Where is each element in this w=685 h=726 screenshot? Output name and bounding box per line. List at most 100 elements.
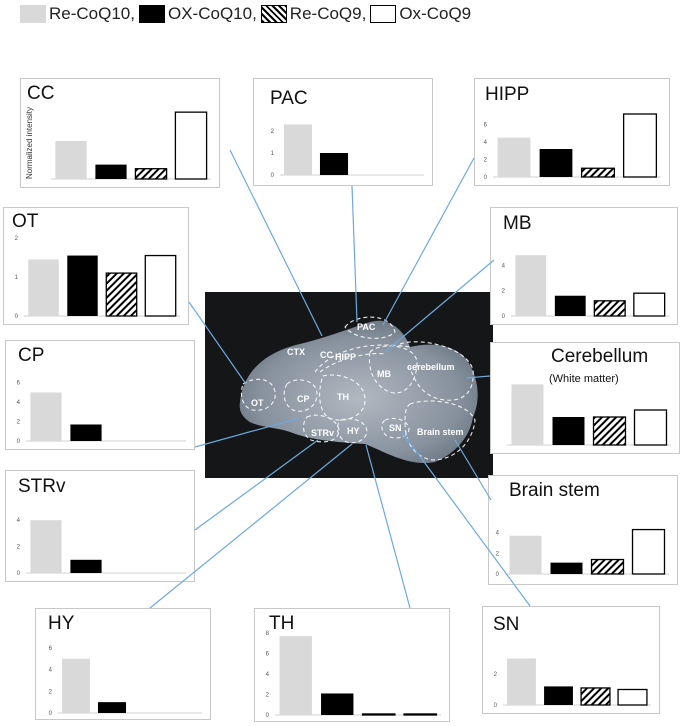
bar-ox-coq10 <box>554 295 586 316</box>
chart-panel-cerebellum: Cerebellum (White matter) <box>490 342 680 454</box>
bar-re-coq9 <box>105 272 138 317</box>
legend-label: Ox-CoQ9 <box>399 4 472 23</box>
bar-ox-coq9 <box>631 528 666 575</box>
region-label-cp: CP <box>297 394 310 404</box>
y-tick-label: 8 <box>266 631 270 637</box>
y-tick-label: 0 <box>17 571 21 577</box>
y-tick-label: 2 <box>502 289 506 295</box>
chart-title: TH <box>269 613 295 634</box>
y-tick-label: 0 <box>266 713 270 719</box>
bar-ox-coq10 <box>97 702 127 713</box>
bar-ox-coq10 <box>539 149 573 177</box>
y-tick-label: 2 <box>484 158 488 164</box>
y-tick-label: 6 <box>49 646 53 652</box>
y-tick-label: 0 <box>502 314 506 320</box>
bar-ox-coq10 <box>321 693 354 715</box>
y-tick-label: 2 <box>494 672 498 678</box>
chart-panel-pac: 0 1 2 PAC <box>253 78 433 186</box>
chart-title: HIPP <box>485 84 530 105</box>
chart-panel-th: 0 2 4 6 8 TH <box>254 608 450 722</box>
region-label-pac: PAC <box>357 322 376 332</box>
region-label-sn: SN <box>389 423 402 433</box>
chart-subtitle: (White matter) <box>549 373 619 385</box>
chart-title: OT <box>12 211 39 232</box>
bar-ox-coq9 <box>403 713 438 716</box>
y-tick-label: 6 <box>17 381 21 387</box>
bar-re-coq10 <box>511 384 544 445</box>
y-tick-label: 0 <box>49 711 53 717</box>
bar-chart: Normalized intensity <box>25 107 211 180</box>
bar-ox-coq10 <box>552 417 585 445</box>
chart-panel-cc: Normalized intensity CC <box>20 78 220 188</box>
bar-re-coq10 <box>507 658 536 705</box>
y-tick-label: 0 <box>271 173 275 179</box>
bar-re-coq10 <box>497 137 531 177</box>
chart-title: CP <box>18 345 45 366</box>
y-tick-label: 4 <box>502 263 506 269</box>
y-tick-label: 2 <box>17 545 21 551</box>
region-label-cc: CC <box>320 350 333 360</box>
chart-title: MB <box>503 213 532 234</box>
y-tick-label: 0 <box>496 572 500 578</box>
region-label-mb: MB <box>377 369 391 379</box>
bar-re-coq9 <box>580 687 611 706</box>
y-tick-label: 2 <box>266 693 270 699</box>
bar-ox-coq9 <box>633 409 668 446</box>
chart-panel-mb: 0 2 4 MB <box>490 207 678 325</box>
legend: Re-CoQ10, OX-CoQ10, Re-CoQ9, Ox-CoQ9 <box>20 2 475 26</box>
legend-swatch <box>138 5 165 23</box>
bar-ox-coq10 <box>95 164 127 179</box>
y-tick-label: 4 <box>484 140 488 146</box>
bar-ox-coq9 <box>144 254 177 317</box>
bar-re-coq9 <box>593 300 626 317</box>
y-tick-label: 1 <box>271 151 275 157</box>
legend-item-re-coq10: Re-CoQ10, <box>20 4 135 24</box>
region-label-hipp: HIPP <box>335 352 356 362</box>
y-tick-label: 2 <box>15 236 19 242</box>
y-tick-label: 2 <box>271 129 275 135</box>
bar-re-coq9 <box>361 713 396 716</box>
chart-panel-ot: 0 1 2 OT <box>3 207 189 325</box>
legend-swatch <box>370 5 397 23</box>
y-tick-label: 0 <box>494 703 498 709</box>
legend-label: Re-CoQ10, <box>49 4 135 23</box>
bar-re-coq9 <box>592 416 627 446</box>
bar-chart: 0 2 4 6 8 <box>266 631 441 719</box>
chart-title: Cerebellum <box>551 346 649 367</box>
region-label-ctx: CTX <box>287 347 305 357</box>
legend-item-ox-coq10: OX-CoQ10, <box>138 4 257 24</box>
region-label-strv: STRv <box>311 428 334 438</box>
legend-swatch <box>260 5 287 23</box>
y-tick-label: 4 <box>49 668 53 674</box>
bar-ox-coq10 <box>319 153 349 175</box>
bar-re-coq10 <box>55 140 87 179</box>
y-tick-label: 0 <box>484 175 488 181</box>
bar-ox-coq10 <box>67 255 98 316</box>
bar-chart: 0 2 4 <box>17 518 186 577</box>
bar-re-coq9 <box>580 167 616 178</box>
y-tick-label: 1 <box>15 275 19 281</box>
bar-re-coq10 <box>515 255 547 316</box>
chart-title: HY <box>48 613 75 634</box>
bar-ox-coq9 <box>622 113 658 178</box>
bar-ox-coq10 <box>70 559 102 573</box>
legend-item-re-coq9: Re-CoQ9, <box>260 4 367 24</box>
y-tick-label: 6 <box>266 652 270 658</box>
bar-re-coq10 <box>28 259 59 316</box>
y-tick-label: 0 <box>17 439 21 445</box>
chart-title: PAC <box>270 88 308 109</box>
y-tick-label: 4 <box>266 672 270 678</box>
legend-item-ox-coq9: Ox-CoQ9 <box>370 4 471 24</box>
y-tick-label: 4 <box>17 518 21 524</box>
legend-label: Re-CoQ9, <box>289 4 367 23</box>
y-tick-label: 0 <box>15 314 19 320</box>
bar-re-coq9 <box>590 558 625 575</box>
